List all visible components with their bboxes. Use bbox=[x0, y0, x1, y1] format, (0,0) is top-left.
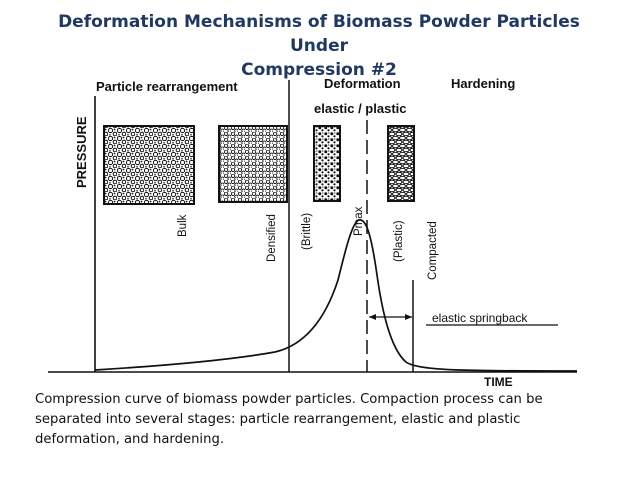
slide-title-line-2: Compression #2 bbox=[241, 60, 397, 80]
stage-label-deformation: Deformation bbox=[324, 76, 401, 91]
springback-arrowhead-right bbox=[405, 314, 412, 320]
y-axis-label: PRESSURE bbox=[74, 116, 89, 188]
stage-label-elastic-plastic: elastic / plastic bbox=[314, 101, 407, 116]
particle-box-densified bbox=[218, 125, 288, 203]
marker-plastic: (Plastic) bbox=[393, 220, 405, 262]
particle-box-brittle bbox=[313, 125, 341, 202]
springback-label: elastic springback bbox=[432, 311, 528, 325]
slide-title: Deformation Mechanisms of Biomass Powder… bbox=[30, 10, 608, 82]
figure-caption: Compression curve of biomass powder part… bbox=[35, 392, 543, 447]
springback-arrowhead-left bbox=[369, 314, 376, 320]
marker-brittle: (Brittle) bbox=[301, 213, 313, 250]
particle-box-plastic bbox=[387, 125, 415, 202]
compression-curve bbox=[94, 219, 578, 372]
slide-title-line-1: Deformation Mechanisms of Biomass Powder… bbox=[58, 12, 580, 56]
particle-box-bulk bbox=[103, 125, 195, 205]
stage-label-rearrangement: Particle rearrangement bbox=[96, 79, 238, 94]
x-axis-label: TIME bbox=[484, 375, 513, 389]
stage-label-hardening: Hardening bbox=[451, 76, 515, 91]
marker-pmax: Pmax bbox=[353, 206, 365, 236]
marker-compacted: Compacted bbox=[427, 221, 439, 280]
marker-bulk: Bulk bbox=[177, 214, 189, 237]
marker-densified: Densified bbox=[266, 214, 278, 262]
